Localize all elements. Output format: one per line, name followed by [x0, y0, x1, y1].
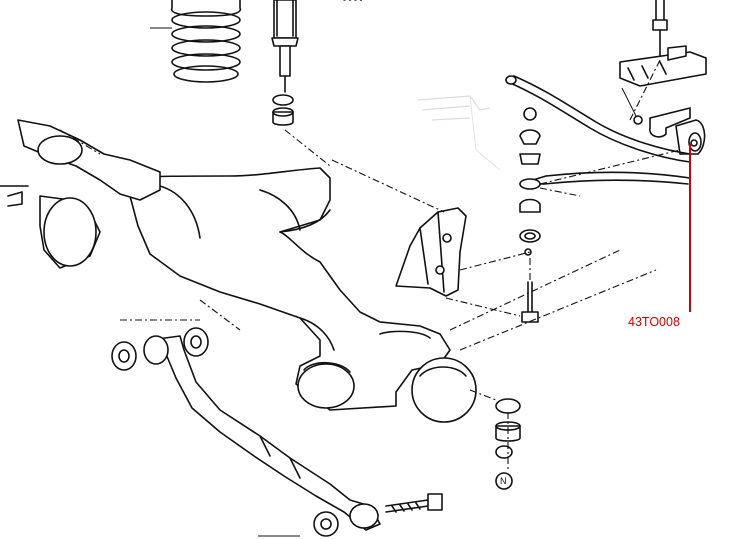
nut-mark-n-lower: N: [500, 476, 507, 486]
stabilizer-bar: [505, 75, 691, 185]
stabilizer-link-rod: [652, 0, 668, 61]
part-number-callout: 43TO008: [628, 144, 691, 329]
svg-text:- - - -: - - - -: [343, 0, 363, 5]
background-ghost-outline: [417, 95, 501, 171]
bracket-bolt: [521, 281, 539, 323]
coil-spring: [150, 0, 242, 83]
axle-housing: [119, 167, 477, 423]
shock-bushing-stack: [272, 94, 294, 126]
upper-link-bracket: [395, 207, 467, 297]
arm-bushing-lower: [313, 511, 339, 537]
arm-bushing-upper: [183, 327, 209, 357]
stabilizer-bushing: [675, 119, 706, 155]
axle-tube-left: [0, 119, 161, 269]
arm-bushing-left: [111, 341, 137, 371]
stabilizer-link-bushing-stack: [519, 107, 541, 256]
assembly-guide-lines: [59, 59, 681, 470]
shock-absorber: [271, 0, 299, 93]
lower-control-arm: [143, 335, 381, 531]
lower-arm-bolt: [385, 493, 443, 513]
stabilizer-bracket: [621, 87, 691, 138]
part-number-label: 43TO008: [628, 315, 680, 329]
stabilizer-frame-bracket: [619, 45, 707, 87]
